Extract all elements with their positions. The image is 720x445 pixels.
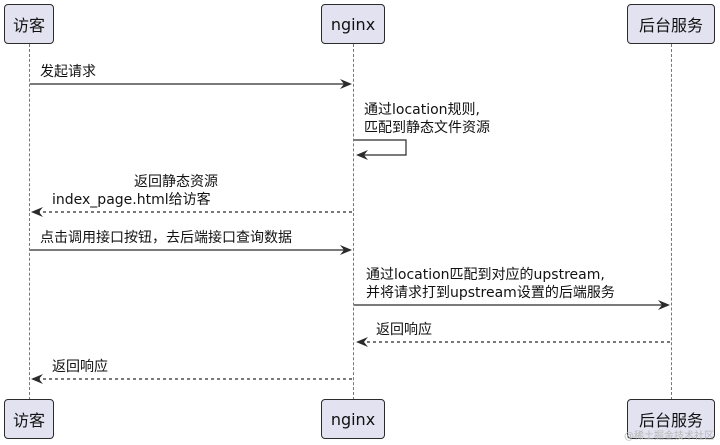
message-m6-label: 返回响应: [376, 322, 432, 338]
arrowhead-m5: [658, 300, 670, 310]
participant-backend-bottom: 后台服务: [627, 399, 715, 439]
message-m2-label-line1: 通过location规则,: [364, 102, 480, 118]
arrow-m2-self: [354, 139, 407, 156]
participant-visitor-top: 访客: [4, 4, 54, 44]
message-m3-label-line2: index_page.html给访客: [52, 192, 211, 208]
participant-visitor-label: 访客: [12, 16, 45, 35]
participant-visitor-bottom: 访客: [4, 399, 54, 439]
message-m5-label-line1: 通过location匹配到对应的upstream,: [366, 267, 605, 283]
arrowhead-m7: [31, 374, 43, 384]
message-m2-label-line2: 匹配到静态文件资源: [364, 120, 490, 136]
arrowhead-m3: [31, 207, 43, 217]
participant-visitor-label: 访客: [12, 411, 45, 430]
lifeline-visitor: [29, 44, 30, 400]
lifeline-backend: [671, 44, 672, 400]
arrowhead-m1: [340, 79, 352, 89]
message-m4-label: 点击调用接口按钮，去后端接口查询数据: [40, 230, 292, 246]
arrowhead-m6: [356, 337, 368, 347]
lifeline-nginx: [353, 44, 354, 400]
participant-nginx-bottom: nginx: [321, 399, 385, 439]
message-m7-label: 返回响应: [52, 359, 108, 375]
participant-nginx-top: nginx: [321, 4, 385, 44]
arrowhead-m2: [356, 150, 368, 160]
participant-nginx-label: nginx: [330, 14, 376, 34]
participant-backend-label: 后台服务: [638, 16, 703, 35]
message-m1-label: 发起请求: [40, 64, 96, 80]
watermark: @稀土掘金技术社区: [624, 431, 714, 442]
participant-nginx-label: nginx: [330, 409, 376, 429]
message-m3-label-line1: 返回静态资源: [134, 174, 218, 190]
participant-backend-label: 后台服务: [638, 411, 703, 430]
arrowhead-m4: [340, 245, 352, 255]
message-m5-label-line2: 并将请求打到upstream设置的后端服务: [366, 285, 615, 301]
participant-backend-top: 后台服务: [627, 4, 715, 44]
